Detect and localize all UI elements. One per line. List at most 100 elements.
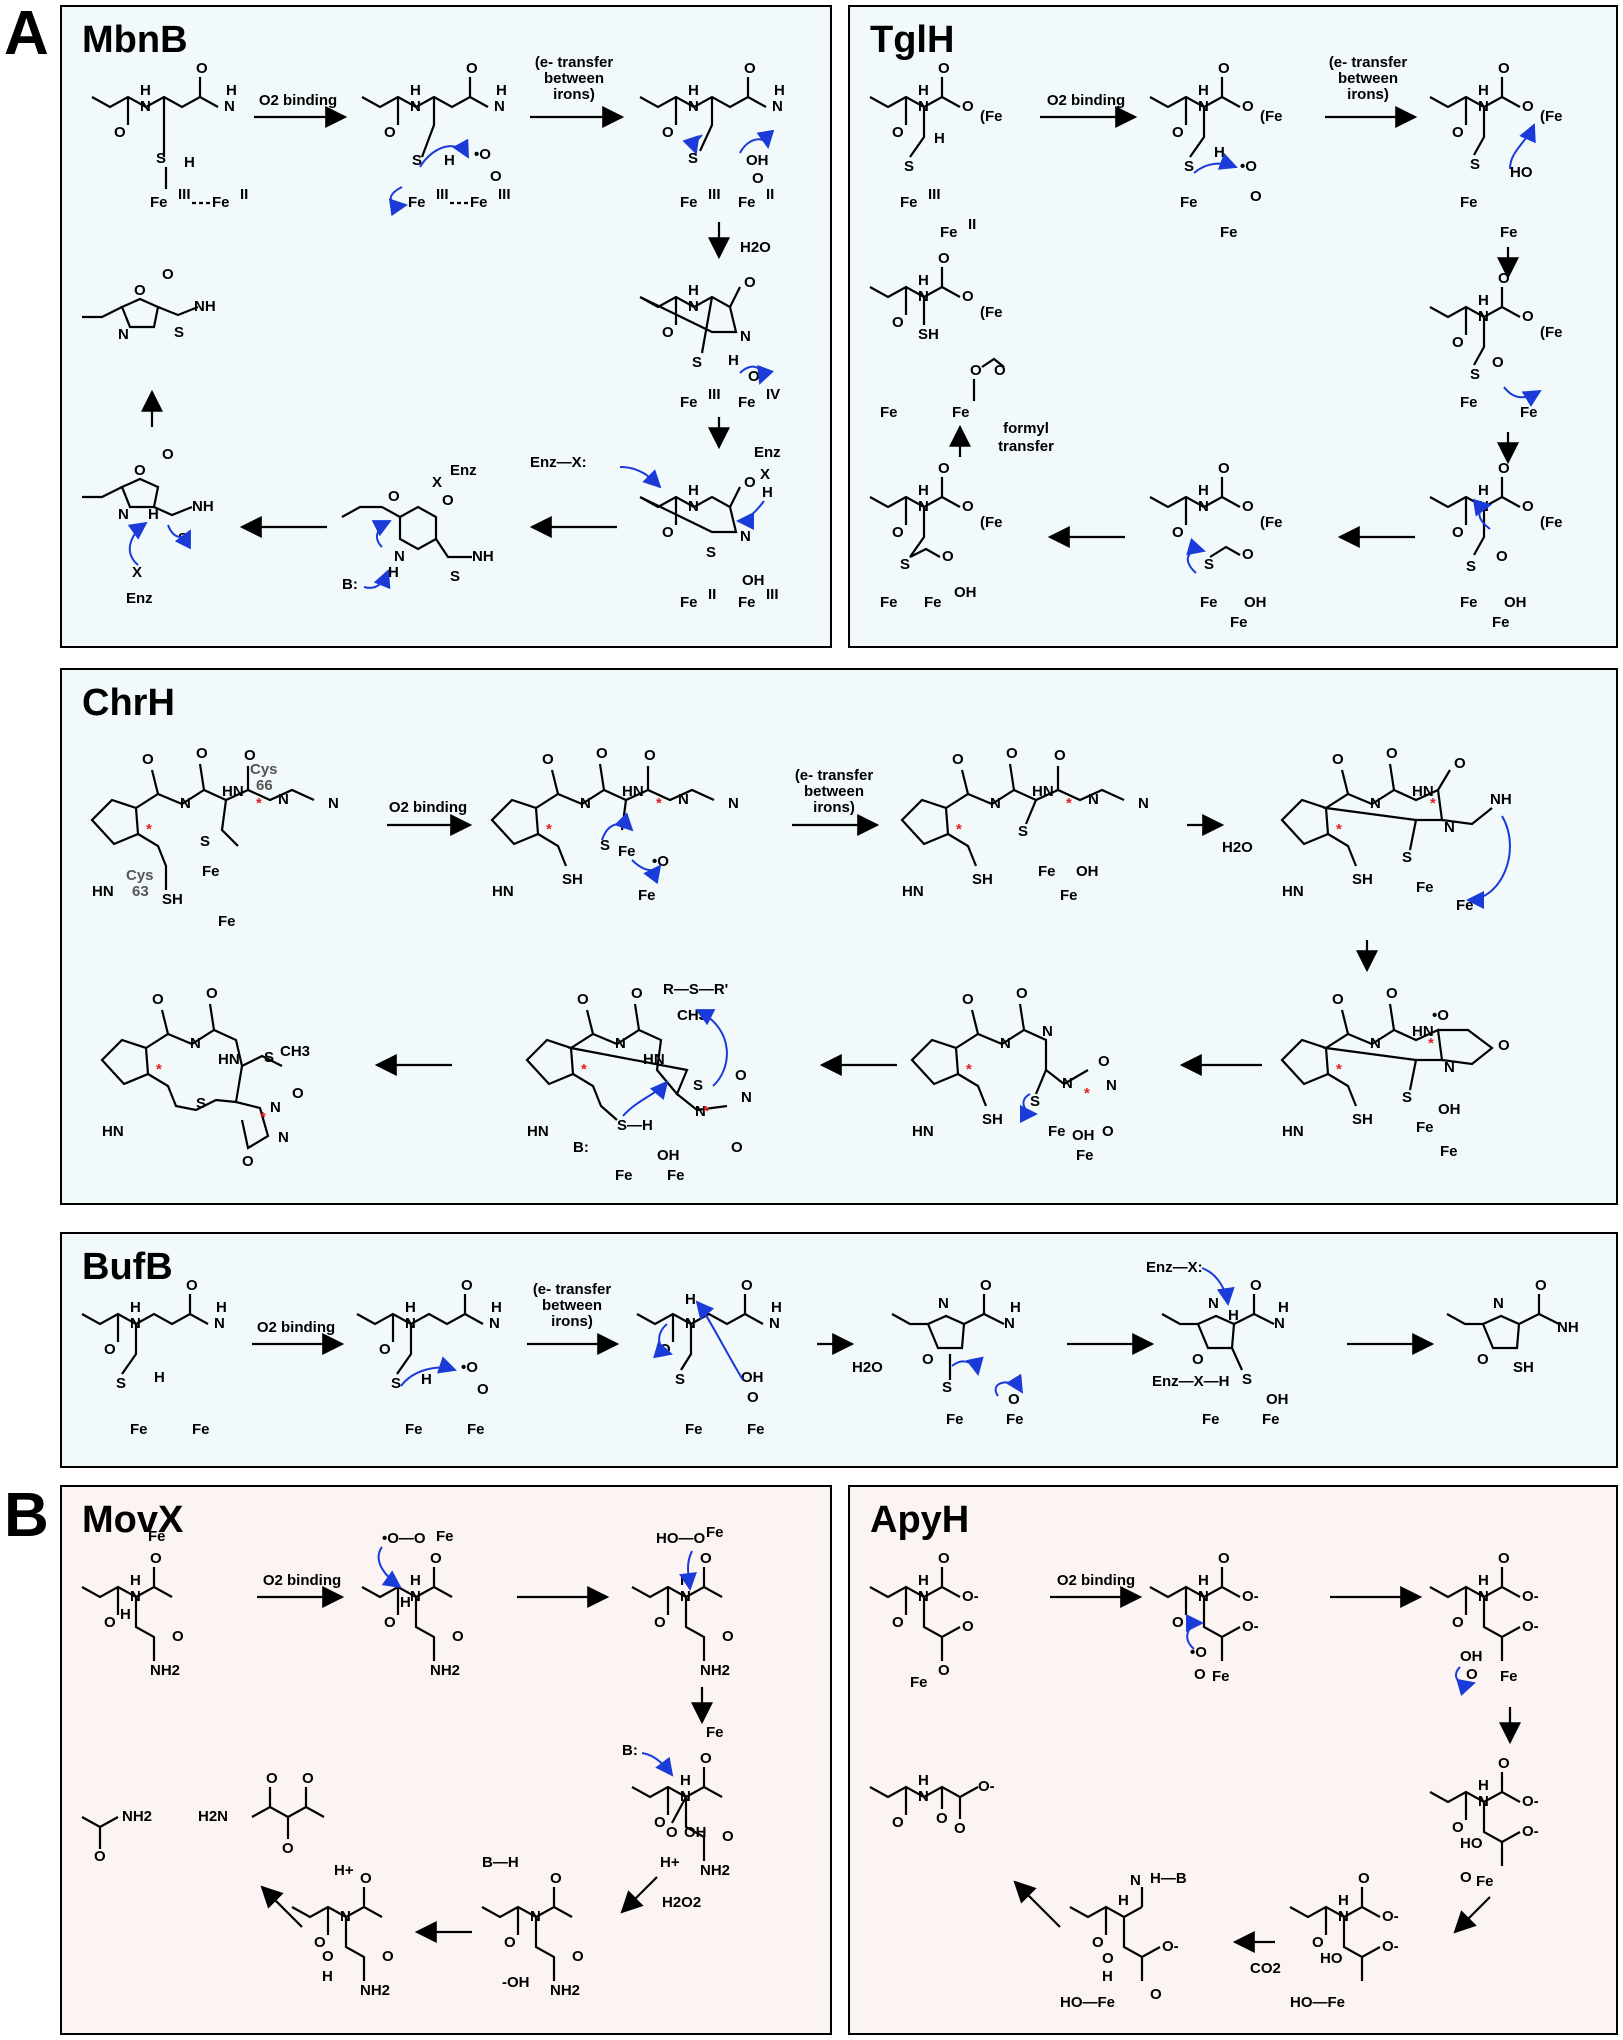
svg-text:CH3: CH3 bbox=[677, 1007, 707, 1024]
svg-text:N: N bbox=[1198, 1588, 1209, 1605]
svg-text:O: O bbox=[196, 745, 208, 762]
svg-text:Fe: Fe bbox=[1520, 404, 1538, 421]
apyh-scheme: HN OO O-O OFe O2 binding HN OO O-O- •OO … bbox=[869, 1550, 1539, 2011]
e-transfer-l3: irons) bbox=[553, 86, 595, 103]
svg-text:Fe: Fe bbox=[218, 913, 236, 930]
svg-text:Fe: Fe bbox=[405, 1421, 423, 1438]
svg-text:SH: SH bbox=[1513, 1359, 1534, 1376]
svg-text:O: O bbox=[1250, 188, 1262, 205]
svg-text:II: II bbox=[766, 186, 774, 203]
svg-text:H: H bbox=[496, 82, 507, 99]
svg-text:O-: O- bbox=[978, 1778, 995, 1795]
svg-text:HN: HN bbox=[622, 783, 644, 800]
svg-text:NH: NH bbox=[1490, 791, 1512, 808]
svg-text:O: O bbox=[662, 324, 674, 341]
svg-text:*: * bbox=[1066, 795, 1072, 812]
svg-text:H: H bbox=[400, 1594, 411, 1611]
svg-text:S: S bbox=[1242, 1371, 1252, 1388]
svg-text:S: S bbox=[942, 1379, 952, 1396]
svg-text:Fe: Fe bbox=[738, 194, 756, 211]
svg-text:O-: O- bbox=[1522, 1793, 1539, 1810]
svg-text:Fe: Fe bbox=[738, 394, 756, 411]
e-transfer-l1: (e- transfer bbox=[535, 54, 614, 71]
svg-text:III: III bbox=[928, 186, 941, 203]
svg-text:NH: NH bbox=[1557, 1319, 1579, 1336]
o2-binding-label: O2 binding bbox=[257, 1319, 335, 1336]
svg-text:(Fe: (Fe bbox=[1540, 324, 1563, 341]
svg-text:N: N bbox=[741, 1089, 752, 1106]
svg-text:O: O bbox=[1172, 124, 1184, 141]
svg-text:•O: •O bbox=[1240, 158, 1257, 175]
mbnb-product: OO N NHS bbox=[82, 266, 216, 343]
svg-text:Fe: Fe bbox=[1476, 1873, 1494, 1890]
svg-text:O: O bbox=[744, 274, 756, 291]
svg-text:N: N bbox=[688, 98, 699, 115]
svg-text:HN: HN bbox=[643, 1051, 665, 1068]
svg-text:Fe: Fe bbox=[615, 1167, 633, 1184]
svg-text:O: O bbox=[266, 1770, 278, 1787]
svg-text:N: N bbox=[278, 1129, 289, 1146]
svg-text:*: * bbox=[656, 795, 662, 812]
svg-text:O-: O- bbox=[1522, 1588, 1539, 1605]
svg-text:O-: O- bbox=[1242, 1618, 1259, 1635]
svg-text:S: S bbox=[412, 152, 422, 169]
svg-text:HN: HN bbox=[1412, 783, 1434, 800]
svg-text:S: S bbox=[1470, 156, 1480, 173]
svg-text:Fe: Fe bbox=[680, 594, 698, 611]
panel-title: ChrH bbox=[82, 682, 175, 724]
svg-text:S: S bbox=[200, 833, 210, 850]
svg-text:O: O bbox=[741, 1277, 753, 1294]
svg-text:(Fe: (Fe bbox=[1260, 108, 1283, 125]
svg-text:N: N bbox=[1478, 308, 1489, 325]
svg-text:N: N bbox=[1198, 98, 1209, 115]
svg-text:O: O bbox=[1172, 524, 1184, 541]
svg-text:HO—Fe: HO—Fe bbox=[1290, 1994, 1345, 2011]
svg-text:*: * bbox=[156, 1061, 162, 1078]
svg-text:O: O bbox=[1150, 1986, 1162, 2003]
svg-text:H: H bbox=[120, 1606, 131, 1623]
svg-text:IV: IV bbox=[766, 386, 780, 403]
svg-text:N: N bbox=[328, 795, 339, 812]
svg-text:OH: OH bbox=[684, 1824, 707, 1841]
svg-text:O: O bbox=[970, 362, 982, 379]
svg-text:N: N bbox=[130, 1315, 141, 1332]
svg-text:NH2: NH2 bbox=[700, 1662, 730, 1679]
o2-binding-label: O2 binding bbox=[259, 92, 337, 109]
svg-text:O: O bbox=[892, 524, 904, 541]
svg-text:O: O bbox=[388, 488, 400, 505]
bh-label: B—H bbox=[482, 1854, 519, 1871]
svg-text:Fe: Fe bbox=[1006, 1411, 1024, 1428]
svg-text:O: O bbox=[1312, 1934, 1324, 1951]
apyh-substrate: HN OO O-O OFe bbox=[869, 1550, 979, 1691]
svg-text:N: N bbox=[740, 328, 751, 345]
svg-text:Fe: Fe bbox=[1460, 594, 1478, 611]
svg-text:O: O bbox=[1386, 745, 1398, 762]
svg-text:Fe: Fe bbox=[1220, 224, 1238, 241]
svg-text:NH: NH bbox=[192, 498, 214, 515]
svg-text:H: H bbox=[1478, 1572, 1489, 1589]
svg-text:*: * bbox=[146, 821, 152, 838]
o2-binding-label: O2 binding bbox=[389, 799, 467, 816]
svg-text:O: O bbox=[172, 1628, 184, 1645]
svg-text:HN: HN bbox=[527, 1123, 549, 1140]
svg-text:Fe: Fe bbox=[1416, 1119, 1434, 1136]
svg-text:H: H bbox=[1198, 1572, 1209, 1589]
svg-text:H: H bbox=[216, 1299, 227, 1316]
svg-text:OH: OH bbox=[1266, 1391, 1289, 1408]
svg-text:H: H bbox=[130, 1572, 141, 1589]
svg-text:H: H bbox=[688, 282, 699, 299]
svg-text:H: H bbox=[1228, 1307, 1239, 1324]
svg-text:S: S bbox=[900, 556, 910, 573]
svg-text:O: O bbox=[952, 751, 964, 768]
svg-text:Fe: Fe bbox=[212, 194, 230, 211]
